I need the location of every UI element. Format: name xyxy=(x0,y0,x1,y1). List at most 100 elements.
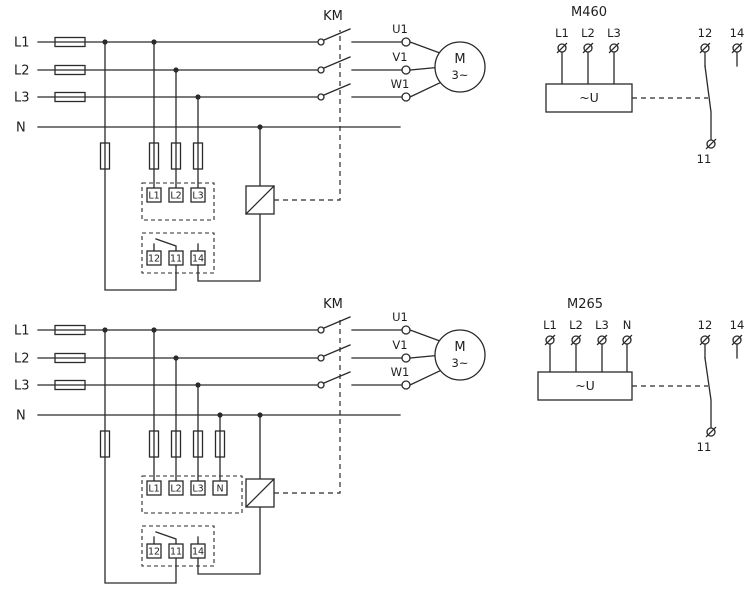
fuse-l3 xyxy=(54,91,86,103)
screw-slashes xyxy=(544,334,633,346)
terminal-l3-label: L3 xyxy=(192,191,203,202)
motor-circle xyxy=(434,41,486,93)
terminal-14-label: 14 xyxy=(192,547,204,558)
unit-contact-11: 11 xyxy=(697,152,712,166)
drop-fuses xyxy=(99,142,204,170)
relay-contact-box: 12 11 14 xyxy=(141,525,215,567)
changeover-contact xyxy=(153,238,199,252)
bus-label-n: N xyxy=(16,409,26,424)
fuse-drop-l3 xyxy=(192,142,204,170)
motor-terminal-v1-label: V1 xyxy=(392,338,407,352)
bus-label-n: N xyxy=(16,121,26,136)
bus-label-l3: L3 xyxy=(14,379,30,394)
km-pole-2 xyxy=(317,66,325,74)
supply-to-contact xyxy=(104,41,177,291)
terminal-12 xyxy=(146,250,162,266)
km-blades xyxy=(323,28,351,96)
terminal-l3 xyxy=(190,187,206,203)
line-fuses xyxy=(54,36,86,103)
mechanical-link xyxy=(274,318,341,494)
km-pole-2 xyxy=(317,354,325,362)
fuse-drop-l3 xyxy=(192,430,204,458)
screw-slashes xyxy=(699,334,743,438)
unit-contact-14: 14 xyxy=(730,26,745,40)
terminal-11 xyxy=(168,250,184,266)
relay-contact-outline xyxy=(141,232,215,274)
unit-input-l2: L2 xyxy=(581,26,595,40)
motor-letter: M xyxy=(454,52,465,67)
unit-input-wires xyxy=(561,51,615,85)
changeover-contact xyxy=(153,531,199,545)
km-label: KM xyxy=(323,297,343,312)
fuse-l2 xyxy=(54,64,86,76)
unit-contact-12: 12 xyxy=(698,26,713,40)
km-pole-1 xyxy=(317,38,325,46)
screw-slashes xyxy=(699,42,743,150)
contact-to-coil xyxy=(197,506,261,575)
terminal-11-label: 11 xyxy=(170,547,182,558)
unit-contact-lever xyxy=(704,65,712,141)
unit-title: M460 xyxy=(571,5,607,20)
terminal-v1-circle xyxy=(401,353,411,363)
relay-input-outline xyxy=(141,182,215,221)
terminal-l2 xyxy=(168,480,184,496)
terminal-14-label: 14 xyxy=(192,254,204,265)
fuse-drop-n xyxy=(214,430,226,458)
unit-input-l3: L3 xyxy=(607,26,621,40)
motor-terminal-w1-label: W1 xyxy=(391,77,410,91)
terminal-w1-circle xyxy=(401,92,411,102)
terminal-11 xyxy=(168,543,184,559)
bus-label-l1: L1 xyxy=(14,324,30,339)
terminal-l3-label: L3 xyxy=(192,484,203,495)
unit-input-n: N xyxy=(623,318,632,332)
terminal-n xyxy=(212,480,228,496)
top-circuit: L1 L2 L3 N KM xyxy=(14,5,745,291)
unit-input-l2: L2 xyxy=(569,318,583,332)
motor-letter: M xyxy=(454,340,465,355)
unit-contact-lever xyxy=(704,357,712,429)
motor-terminal-u1-label: U1 xyxy=(392,22,408,36)
fuse-drop-l1 xyxy=(148,430,160,458)
terminal-l1 xyxy=(146,480,162,496)
contact-to-coil xyxy=(197,213,261,282)
unit-block xyxy=(537,371,633,401)
screw-slashes xyxy=(556,42,620,54)
fuse-l3 xyxy=(54,379,86,391)
relay-input-outline xyxy=(141,475,243,514)
terminal-12-label: 12 xyxy=(148,254,160,265)
mechanical-link xyxy=(274,30,341,201)
terminal-w1-circle xyxy=(401,380,411,390)
unit-contact-stubs xyxy=(704,343,738,359)
unit-contact-12: 12 xyxy=(698,318,713,332)
unit-contact-stubs xyxy=(704,51,738,67)
terminal-12-label: 12 xyxy=(148,547,160,558)
coil-diagonal xyxy=(245,478,275,508)
bus-label-l2: L2 xyxy=(14,64,30,79)
motor-phases: 3~ xyxy=(452,68,469,82)
fuse-l2 xyxy=(54,352,86,364)
terminal-l3 xyxy=(190,480,206,496)
fuse-l1 xyxy=(54,36,86,48)
km-contactor: KM xyxy=(317,297,351,389)
terminal-v1-circle xyxy=(401,65,411,75)
junction-dots xyxy=(102,39,263,130)
terminal-l1-label: L1 xyxy=(148,191,159,202)
unit-m265: M265 L1 L2 L3 N ~U 12 14 11 xyxy=(537,297,745,454)
fuse-drop-l2 xyxy=(170,142,182,170)
line-fuses xyxy=(54,324,86,391)
relay-input-box: L1 L2 L3 xyxy=(141,182,215,221)
fuse-l1 xyxy=(54,324,86,336)
unit-contact-14: 14 xyxy=(730,318,745,332)
unit-block-label: ~U xyxy=(575,378,595,393)
unit-input-l3: L3 xyxy=(595,318,609,332)
terminal-l2 xyxy=(168,187,184,203)
terminal-12 xyxy=(146,543,162,559)
terminal-11-label: 11 xyxy=(170,254,182,265)
motor: M 3~ xyxy=(434,41,486,93)
fuse-drop-supply xyxy=(99,142,111,170)
drop-fuses xyxy=(99,430,226,458)
km-pole-1 xyxy=(317,326,325,334)
km-pole-3 xyxy=(317,93,325,101)
